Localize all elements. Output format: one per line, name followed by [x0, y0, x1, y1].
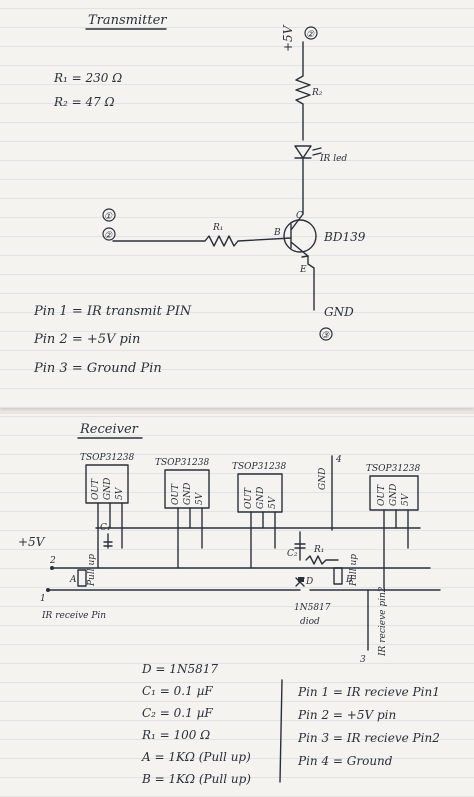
tx-pin-1: Pin 1 = IR transmit PIN	[33, 304, 192, 319]
rx-r1-resistor	[305, 555, 339, 565]
tx-vcc-label: +5V	[281, 24, 295, 52]
r1-value: R₁ = 230 Ω	[53, 71, 122, 85]
emitter-label: E	[299, 265, 307, 275]
sensor-pin-out: OUT	[377, 484, 387, 506]
pullup-a-resistor	[77, 569, 87, 587]
tx-vcc-pin: ②	[306, 30, 315, 40]
diode-label: 1N5817	[294, 603, 331, 613]
pin2-ring	[102, 227, 116, 241]
r2-resistor	[295, 41, 311, 141]
sensor-name: TSOP31238	[80, 453, 135, 463]
receiver-title: Receiver	[79, 422, 139, 437]
transistor-leads	[290, 213, 309, 258]
c1-label: C₁	[100, 523, 111, 533]
tx-gnd-label: GND	[324, 305, 354, 319]
tsop-sensor: TSOP31238 OUT GND 5V	[155, 458, 210, 509]
pullup-b-note: Pull up	[349, 554, 359, 587]
sensor-pin-5v: 5V	[195, 491, 205, 505]
receiver-sheet	[0, 414, 474, 797]
transistor-label: BD139	[323, 230, 366, 244]
diode-cathode	[298, 577, 304, 582]
tsop-sensor: TSOP31238 OUT GND 5V	[232, 462, 287, 513]
r2-value: R₂ = 47 Ω	[53, 95, 115, 109]
sensor-pin-gnd: GND	[103, 478, 113, 500]
sensor-body	[164, 469, 210, 509]
sensor-pin-gnd: GND	[389, 484, 399, 506]
pullup-b-resistor	[333, 567, 343, 585]
sensor-pin-out: OUT	[244, 487, 254, 509]
diode-d-label: D	[305, 577, 313, 587]
rx-pin-3: Pin 3 = IR recieve Pin2	[297, 731, 440, 745]
rx-pin-4: Pin 4 = Ground	[297, 754, 393, 768]
component-r1: R₁ = 100 Ω	[141, 728, 210, 742]
sensor-body	[369, 475, 419, 511]
c1-capacitor	[103, 533, 113, 549]
tx-vcc-pin-ring	[304, 26, 318, 40]
ir-receive-pin2-label: IR recieve pin2	[378, 586, 388, 657]
rx-pin-1: Pin 1 = IR recieve Pin1	[297, 685, 440, 699]
node-1-dot	[46, 588, 50, 592]
c2-capacitor	[294, 531, 306, 561]
ir-led	[294, 145, 312, 215]
transmitter-title: Transmitter	[88, 13, 167, 28]
pin1-marker: ①	[104, 212, 113, 222]
rx-vcc-label: +5V	[18, 535, 46, 549]
transmitter-schematic: Transmitter R₁ = 230 Ω R₂ = 47 Ω +5V ② R…	[33, 13, 366, 376]
sensor-pin-out: OUT	[171, 483, 181, 505]
sensor-body	[85, 464, 129, 504]
r1-resistor	[112, 235, 292, 247]
led-rays	[312, 147, 322, 156]
led-label: IR led	[319, 154, 347, 164]
c2-label: C₂	[287, 549, 298, 559]
tsop-sensor: TSOP31238 OUT GND 5V	[80, 453, 135, 504]
base-label: B	[273, 228, 281, 238]
rx-gnd-label: GND	[318, 468, 328, 490]
sensor-name: TSOP31238	[232, 462, 287, 472]
sensor-name: TSOP31238	[155, 458, 210, 468]
component-c1: C₁ = 0.1 µF	[142, 684, 213, 698]
rx-pin-2: Pin 2 = +5V pin	[297, 708, 396, 722]
sensor-pin-5v: 5V	[401, 492, 411, 506]
pin1-ring	[102, 208, 116, 222]
r1-label: R₁	[212, 223, 223, 233]
diode-word: diod	[300, 617, 320, 627]
sensor-name: TSOP31238	[366, 464, 421, 474]
component-d: D = 1N5817	[141, 662, 218, 676]
r2-label: R₂	[311, 88, 323, 98]
ir-receive-pin-label: IR receive Pin	[41, 611, 106, 621]
node-3: 3	[360, 655, 366, 665]
tx-pin-3: Pin 3 = Ground Pin	[33, 361, 162, 376]
sensor-legs	[97, 502, 409, 589]
component-b: B = 1KΩ (Pull up)	[141, 772, 251, 786]
component-c2: C₂ = 0.1 µF	[142, 706, 213, 720]
component-a: A = 1KΩ (Pull up)	[141, 750, 251, 764]
collector-label: C	[296, 211, 303, 221]
sensor-pin-gnd: GND	[183, 483, 193, 505]
transmitter-sheet	[0, 0, 474, 408]
tsop-sensor: TSOP31238 OUT GND 5V	[366, 464, 421, 511]
bd139-transistor	[283, 219, 317, 253]
divider-line	[279, 679, 283, 783]
pullup-a-note: Pull up	[87, 554, 97, 587]
emitter-wire	[307, 255, 315, 311]
sensor-body	[237, 473, 283, 513]
tx-gnd-pin: ③	[321, 331, 330, 341]
tx-pin-2: Pin 2 = +5V pin	[33, 332, 140, 347]
sensor-pin-gnd: GND	[256, 487, 266, 509]
sensor-pin-out: OUT	[91, 478, 101, 500]
pin2-marker: ②	[104, 231, 113, 241]
sensor-pin-5v: 5V	[115, 486, 125, 500]
tx-gnd-pin-ring	[319, 327, 333, 341]
node-2: 2	[49, 556, 56, 566]
rx-r1-label: R₁	[313, 545, 324, 555]
rx-gnd-pin: 4	[335, 455, 342, 465]
pullup-a-label: A	[69, 575, 77, 585]
pullup-b-label: B	[345, 575, 353, 585]
receiver-schematic: Receiver TSOP31238 OUT GND 5V TSOP31238 …	[18, 422, 441, 786]
node-1: 1	[40, 594, 46, 604]
sensor-pin-5v: 5V	[268, 495, 278, 509]
node-2-dot	[50, 566, 54, 570]
